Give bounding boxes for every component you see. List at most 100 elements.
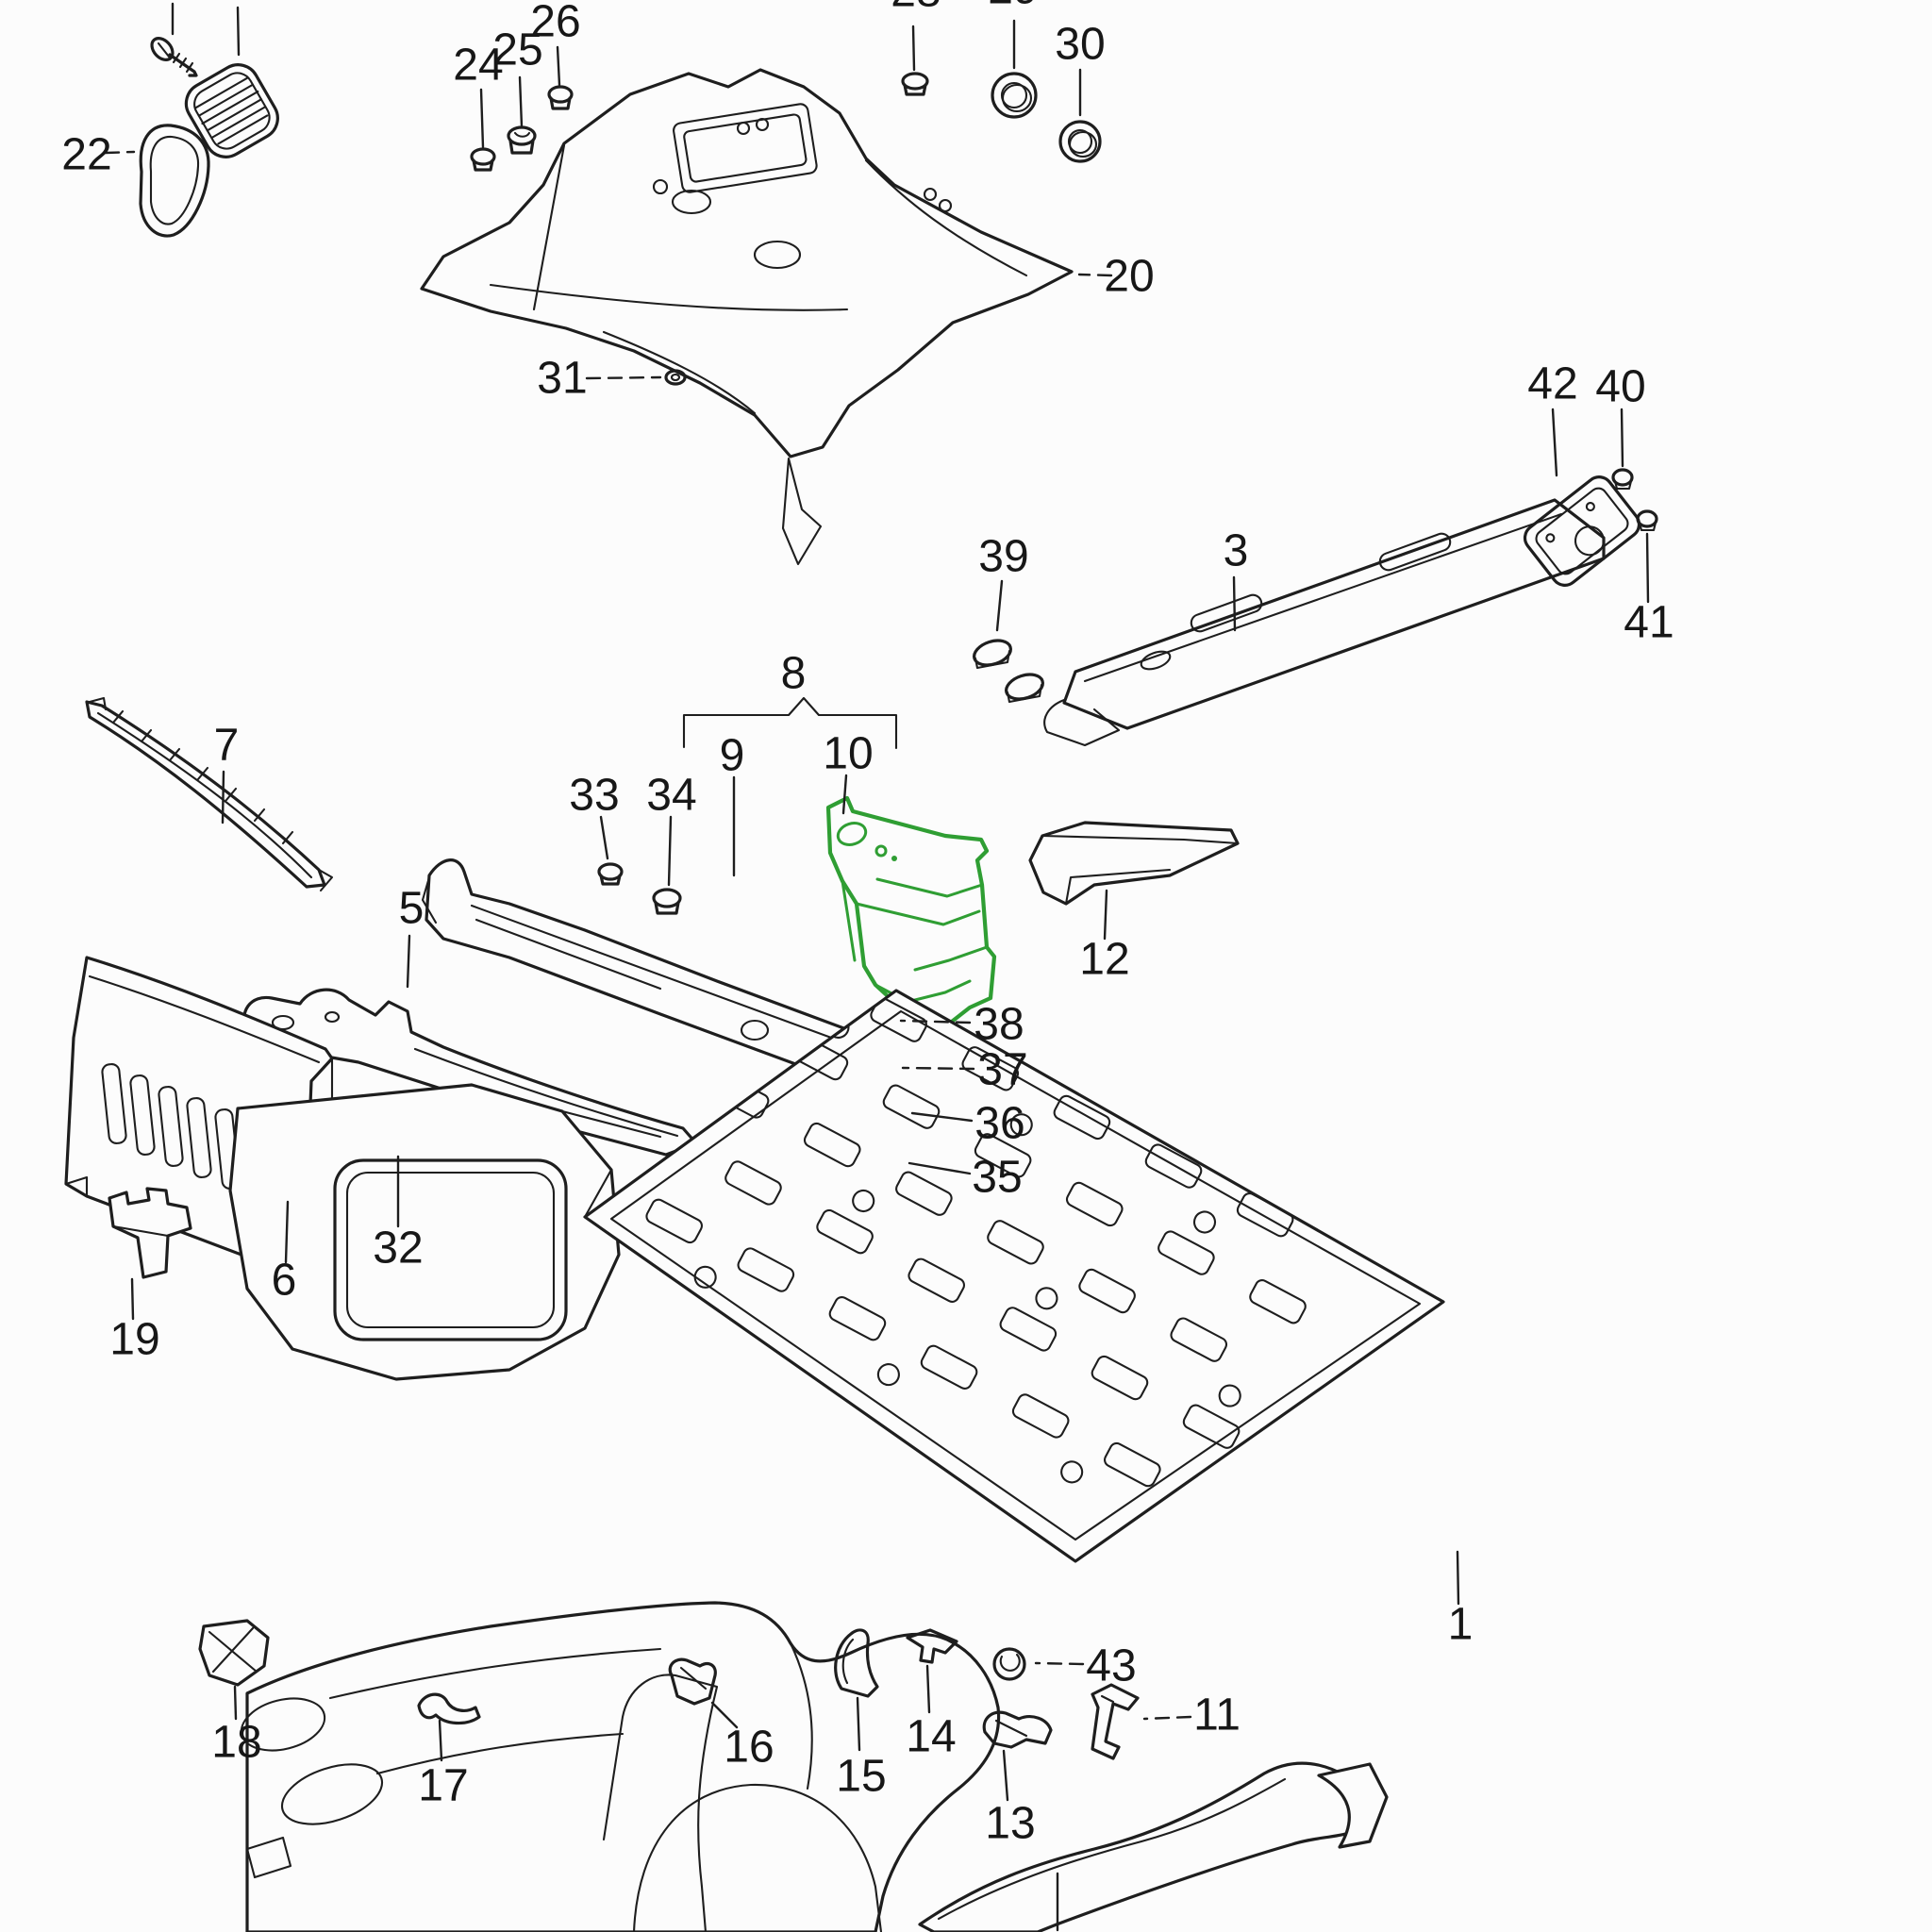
part-21-grille[interactable] (178, 58, 285, 165)
callout-24[interactable]: 24 (453, 41, 503, 91)
callout-5[interactable]: 5 (399, 884, 425, 934)
bottom-right-rail[interactable] (918, 1761, 1389, 1932)
callout-43[interactable]: 43 (1086, 1641, 1136, 1691)
callout-19[interactable]: 19 (109, 1315, 159, 1365)
leader-36 (910, 1111, 974, 1123)
leader-28 (911, 25, 916, 72)
part-3-sill-rail[interactable] (1043, 498, 1606, 747)
callout-3[interactable]: 3 (1224, 526, 1249, 576)
floor-pan-embossing (645, 991, 1307, 1488)
callout-29[interactable]: 29 (988, 0, 1038, 14)
leader-37 (901, 1066, 975, 1071)
part-18-bracket[interactable] (198, 1619, 270, 1687)
callout-20[interactable]: 20 (1104, 252, 1154, 302)
callout-32[interactable]: 32 (373, 1224, 423, 1274)
callout-28[interactable]: 28 (891, 0, 941, 17)
callout-34[interactable]: 34 (646, 771, 696, 821)
callout-41[interactable]: 41 (1624, 598, 1674, 648)
part-5-support-bracket[interactable] (242, 988, 698, 1157)
leader-17 (438, 1719, 443, 1762)
part-16-clip[interactable] (668, 1657, 717, 1706)
callout-36[interactable]: 36 (974, 1099, 1024, 1149)
leader-15 (856, 1696, 861, 1752)
leader-24 (479, 88, 485, 149)
part-24-grommet[interactable] (470, 147, 496, 172)
callout-10[interactable]: 10 (823, 729, 873, 779)
part-34-grommet[interactable] (652, 888, 682, 915)
part-28-grommet[interactable] (901, 72, 929, 96)
part-13-clip[interactable] (982, 1710, 1053, 1749)
part-22-gasket[interactable] (139, 124, 210, 238)
callout-17[interactable]: 17 (418, 1761, 468, 1811)
part-1-floor-pan[interactable] (228, 947, 1445, 1563)
callout-35[interactable]: 35 (972, 1153, 1022, 1203)
callout-8[interactable]: 8 (781, 649, 807, 699)
leader-42 (1551, 408, 1558, 477)
callout-13[interactable]: 13 (985, 1799, 1035, 1849)
callout-14[interactable]: 14 (906, 1712, 956, 1762)
callout-12[interactable]: 12 (1079, 935, 1129, 985)
part-15-clip[interactable] (834, 1628, 879, 1698)
callout-18[interactable]: 18 (211, 1718, 261, 1768)
callout-11[interactable]: 11 (1193, 1690, 1241, 1740)
leader-39 (995, 579, 1004, 632)
callout-40[interactable]: 40 (1595, 362, 1645, 412)
leader-13 (1002, 1749, 1009, 1802)
part-40-nut[interactable] (1611, 468, 1634, 491)
part-7-curved-strip[interactable] (85, 696, 334, 892)
part-25-grommet[interactable] (507, 125, 537, 155)
callout-22[interactable]: 22 (61, 130, 111, 180)
part-29-seal-ring[interactable] (991, 72, 1038, 119)
leader-3 (1232, 575, 1237, 632)
leader-19 (130, 1277, 135, 1321)
leader-35 (908, 1161, 972, 1175)
leader-18 (233, 1685, 238, 1721)
part-14-clip[interactable] (906, 1628, 958, 1664)
part-11-bracket[interactable] (1091, 1683, 1140, 1760)
part-39-grommets[interactable] (971, 636, 1045, 704)
callout-37[interactable]: 37 (977, 1045, 1027, 1095)
callout-21[interactable]: 21 (213, 0, 263, 10)
part-31-plug[interactable] (664, 369, 687, 386)
callout-38[interactable]: 38 (974, 1000, 1024, 1050)
leader-43 (1034, 1661, 1085, 1666)
part-17-clip[interactable] (417, 1692, 481, 1725)
leader-21 (236, 6, 241, 57)
part-41-nut[interactable] (1636, 509, 1658, 532)
callout-25[interactable]: 25 (492, 25, 542, 75)
callout-15[interactable]: 15 (836, 1752, 886, 1802)
leader-5 (406, 934, 411, 989)
callout-31[interactable]: 31 (537, 354, 587, 404)
callout-42[interactable]: 42 (1527, 359, 1577, 409)
callout-30[interactable]: 30 (1055, 20, 1105, 70)
part-33-grommet[interactable] (597, 862, 624, 886)
leader-40 (1620, 408, 1624, 468)
leader-41 (1645, 532, 1650, 604)
leader-22 (104, 150, 136, 155)
leader-6 (284, 1200, 290, 1264)
leader-31 (585, 375, 662, 380)
callout-33[interactable]: 33 (569, 771, 619, 821)
callout-layer: 1356789101112131415161718192021222425262… (61, 0, 1674, 1932)
leader-34 (667, 815, 673, 887)
part-30-seal-ring[interactable] (1058, 120, 1102, 163)
part-23-screw[interactable] (148, 34, 198, 77)
part-12-wedge[interactable] (1028, 821, 1240, 906)
callout-26[interactable]: 26 (530, 0, 580, 47)
callout-39[interactable]: 39 (978, 532, 1028, 582)
part-19-bracket[interactable] (108, 1187, 192, 1279)
part-43-clip-ring[interactable] (992, 1647, 1026, 1681)
callout-16[interactable]: 16 (724, 1723, 774, 1773)
callout-9[interactable]: 9 (720, 731, 745, 781)
leader-7 (221, 770, 225, 824)
part-26-grommet[interactable] (547, 85, 574, 110)
part-20-rear-floor-panel[interactable] (420, 68, 1074, 566)
callout-1[interactable]: 1 (1448, 1600, 1474, 1650)
leader-25 (518, 75, 524, 128)
callout-7[interactable]: 7 (214, 721, 240, 771)
part-42-plate[interactable] (1520, 472, 1644, 591)
callout-6[interactable]: 6 (272, 1256, 297, 1306)
leader-16 (710, 1701, 739, 1729)
